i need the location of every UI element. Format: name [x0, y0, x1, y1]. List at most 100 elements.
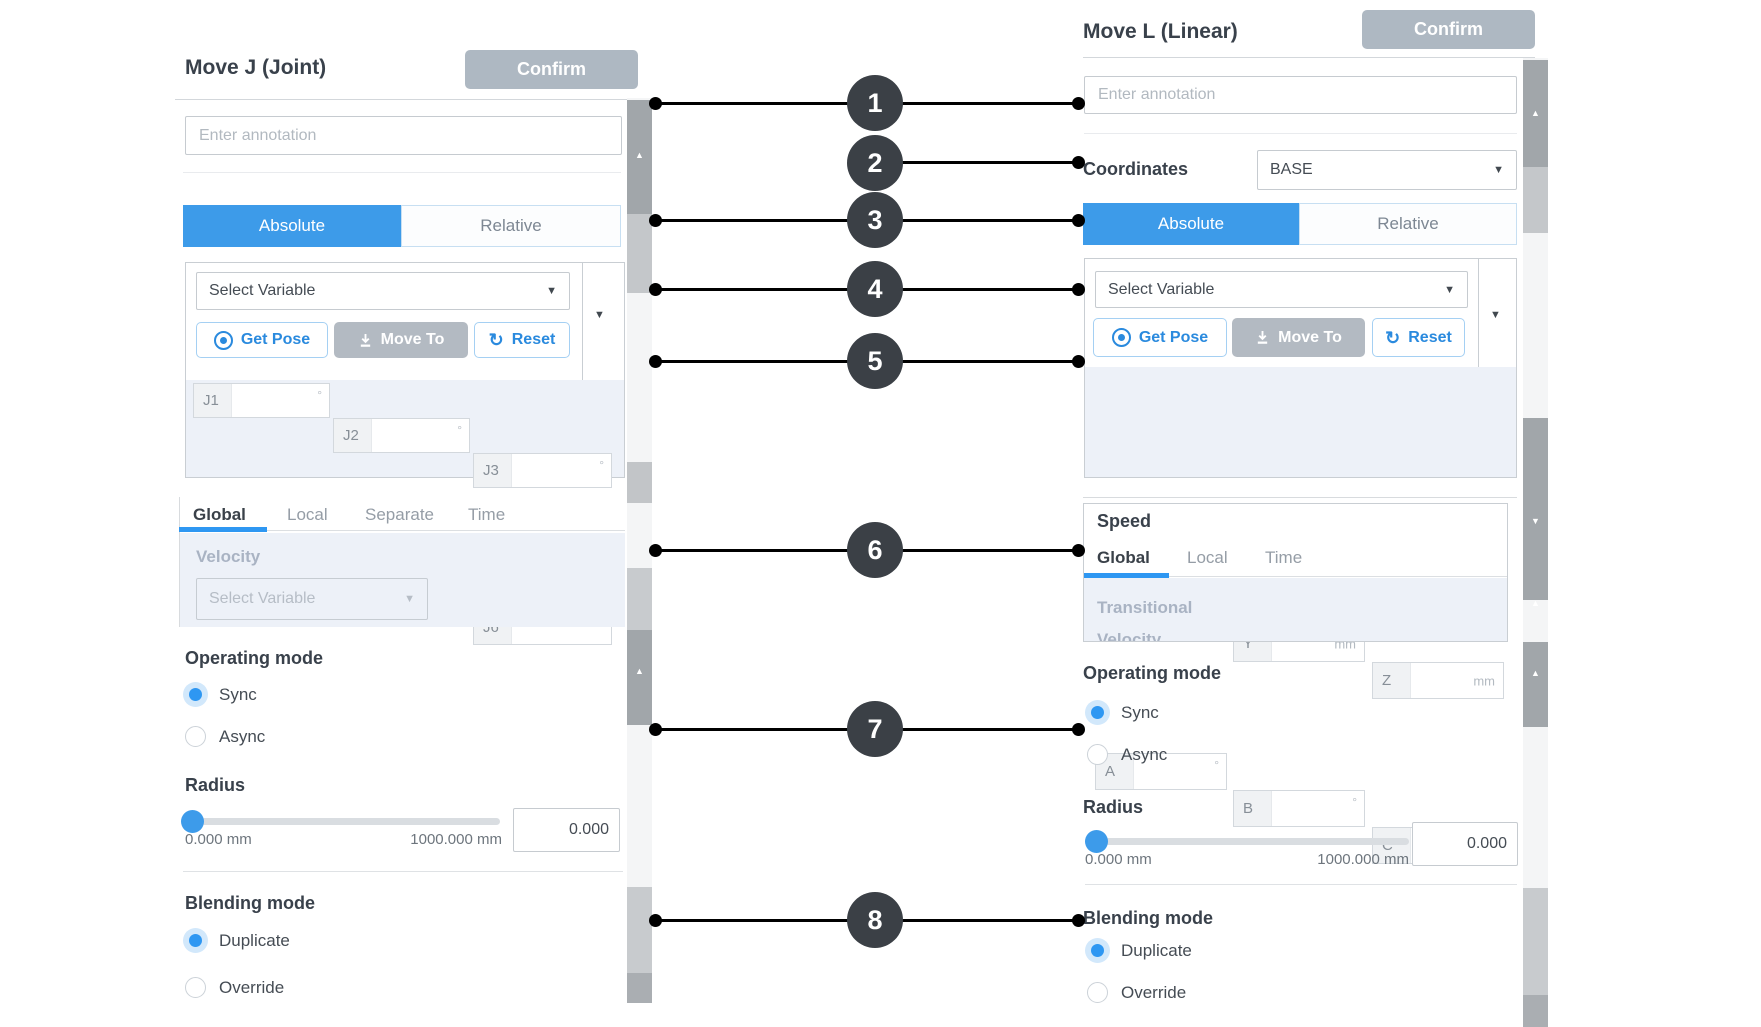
left-speed-tab-global[interactable]: Global — [193, 505, 246, 524]
left-panel-scrollbar[interactable]: ▲ ▲ — [627, 98, 652, 1003]
left-tab-absolute[interactable]: Absolute — [183, 205, 401, 247]
right-radius-divider — [1085, 884, 1517, 885]
left-j2-field[interactable]: J2 ° — [333, 418, 470, 453]
move-to-icon — [1257, 330, 1268, 344]
right-confirm-button[interactable]: Confirm — [1362, 10, 1535, 49]
scroll-up-icon[interactable]: ▲ — [635, 150, 644, 160]
left-radius-heading: Radius — [185, 775, 246, 795]
left-annotation-divider — [183, 172, 621, 173]
left-move-to-button[interactable]: Move To — [334, 322, 468, 358]
callout-dot — [649, 544, 662, 557]
right-tab-absolute[interactable]: Absolute — [1083, 203, 1299, 245]
right-override-radio[interactable]: Override — [1085, 980, 1186, 1005]
callout-dot — [649, 355, 662, 368]
right-radius-slider[interactable] — [1085, 838, 1409, 845]
callout-dot — [649, 723, 662, 736]
right-move-to-button[interactable]: Move To — [1232, 318, 1365, 357]
left-j3-field[interactable]: J3 ° — [473, 453, 612, 488]
right-duplicate-radio[interactable]: Duplicate — [1085, 938, 1192, 963]
left-speed-tab-local[interactable]: Local — [287, 505, 328, 524]
right-async-radio[interactable]: Async — [1085, 742, 1167, 767]
right-tab-relative[interactable]: Relative — [1299, 203, 1517, 245]
chevron-down-icon: ▼ — [404, 593, 415, 605]
left-scrollbar-thumb-mid[interactable]: ▲ — [627, 630, 652, 725]
left-variable-select-value: Select Variable — [209, 282, 316, 299]
get-pose-icon — [213, 330, 233, 350]
left-speed-tab-time[interactable]: Time — [468, 505, 506, 524]
right-variable-select[interactable]: Select Variable ▼ — [1095, 271, 1468, 308]
left-scrollbar-thumb[interactable] — [627, 214, 652, 293]
radio-selected-icon — [183, 928, 208, 953]
left-speed-tab-separate[interactable]: Separate — [365, 505, 434, 524]
right-speed-tab-time[interactable]: Time — [1265, 548, 1303, 567]
right-annotation-input[interactable] — [1084, 76, 1517, 114]
left-mode-tabs: Absolute Relative — [183, 205, 621, 247]
right-radius-value-input[interactable] — [1412, 822, 1518, 866]
callout-dot — [1072, 914, 1085, 927]
right-coordinates-label: Coordinates — [1083, 159, 1189, 179]
left-title-divider — [175, 99, 640, 100]
right-a-field[interactable]: A ° — [1095, 753, 1227, 790]
right-blending-mode-heading: Blending mode — [1083, 908, 1213, 928]
callout-circle-6: 6 — [847, 522, 903, 578]
right-radius-slider-knob[interactable] — [1085, 830, 1108, 853]
right-scrollbar-thumb-bottom[interactable] — [1523, 995, 1548, 1027]
left-radius-slider-knob[interactable] — [181, 810, 204, 833]
left-radius-slider[interactable] — [183, 818, 500, 825]
right-scrollbar-thumb[interactable] — [1523, 888, 1548, 995]
left-radius-value-input[interactable] — [513, 808, 620, 852]
left-sync-radio[interactable]: Sync — [183, 682, 257, 707]
left-get-pose-button[interactable]: Get Pose — [196, 322, 328, 358]
left-duplicate-radio[interactable]: Duplicate — [183, 928, 290, 953]
right-panel-title: Move L (Linear) — [1083, 20, 1238, 43]
right-radius-max-label: 1000.000 mm — [1317, 851, 1409, 868]
right-panel-scrollbar[interactable]: ▲ ▼ ▲ ▲ — [1523, 58, 1548, 1027]
left-speed-left-border — [179, 497, 180, 627]
right-coordinates-select[interactable]: BASE ▼ — [1257, 150, 1517, 190]
left-pose-collapse-icon[interactable]: ▼ — [594, 309, 605, 321]
right-scrollbar-thumb[interactable] — [1523, 167, 1548, 233]
callout-circle-7: 7 — [847, 701, 903, 757]
right-scrollbar-thumb-mid[interactable]: ▼ ▲ — [1523, 418, 1548, 608]
left-radius-min-label: 0.000 mm — [185, 831, 252, 848]
left-scrollbar-thumb-top[interactable]: ▲ — [627, 100, 652, 214]
scroll-up-icon[interactable]: ▲ — [1531, 668, 1540, 678]
left-scrollbar-thumb[interactable] — [627, 568, 652, 630]
degree-unit: ° — [457, 423, 462, 437]
right-sync-radio[interactable]: Sync — [1085, 700, 1159, 725]
left-reset-button[interactable]: ↻ Reset — [474, 322, 570, 358]
left-pose-side-divider — [582, 262, 583, 385]
scroll-up-icon[interactable]: ▲ — [1531, 598, 1540, 608]
left-variable-select[interactable]: Select Variable ▼ — [196, 272, 570, 310]
left-annotation-input[interactable] — [185, 116, 622, 155]
right-z-field[interactable]: Z mm — [1372, 662, 1504, 699]
left-scrollbar-thumb-bottom[interactable] — [627, 973, 652, 1003]
callout-dot — [649, 283, 662, 296]
right-scrollbar-thumb-top[interactable]: ▲ — [1523, 60, 1548, 167]
scroll-up-icon[interactable]: ▲ — [1531, 108, 1540, 118]
right-scrollbar-thumb-lower[interactable]: ▲ — [1523, 642, 1548, 727]
left-tab-relative[interactable]: Relative — [401, 205, 621, 247]
right-pose-collapse-icon[interactable]: ▼ — [1490, 309, 1501, 321]
radio-selected-icon — [1085, 938, 1110, 963]
right-radius-min-label: 0.000 mm — [1085, 851, 1152, 868]
scroll-down-icon[interactable]: ▼ — [1531, 516, 1540, 526]
right-get-pose-button[interactable]: Get Pose — [1093, 318, 1227, 357]
left-scrollbar-thumb[interactable] — [627, 887, 652, 973]
left-confirm-button[interactable]: Confirm — [465, 50, 638, 89]
right-b-field[interactable]: B ° — [1233, 790, 1365, 827]
left-scrollbar-thumb[interactable] — [627, 462, 652, 503]
right-speed-tab-local[interactable]: Local — [1187, 548, 1228, 567]
left-j1-field[interactable]: J1 ° — [193, 383, 330, 418]
scroll-up-icon[interactable]: ▲ — [635, 666, 644, 676]
left-velocity-variable-select[interactable]: Select Variable ▼ — [196, 578, 428, 620]
left-async-radio[interactable]: Async — [183, 724, 265, 749]
right-variable-select-value: Select Variable — [1108, 280, 1215, 298]
callout-circle-3: 3 — [847, 192, 903, 248]
left-override-radio[interactable]: Override — [183, 975, 284, 1000]
left-velocity-panel — [180, 533, 625, 627]
radio-unselected-icon — [1087, 982, 1108, 1003]
right-speed-tab-global[interactable]: Global — [1097, 548, 1150, 567]
right-reset-button[interactable]: ↻ Reset — [1372, 318, 1465, 357]
